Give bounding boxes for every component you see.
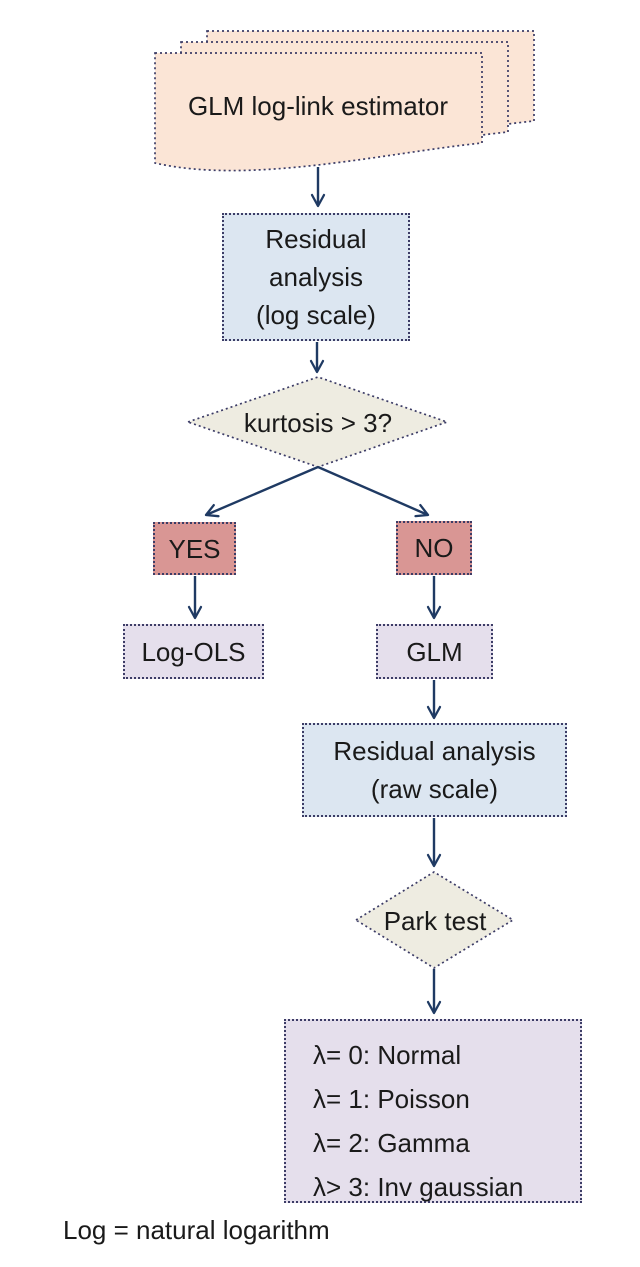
residual-analysis-log-label: Residual analysis (log scale) — [256, 224, 376, 330]
log-ols-label: Log-OLS — [141, 636, 246, 667]
arrow-kurtosis-to-yes — [204, 465, 319, 518]
no-label: NO — [414, 533, 454, 563]
residual-analysis-raw-node: Residual analysis (raw scale) — [302, 723, 567, 817]
kurtosis-decision-diamond — [185, 376, 450, 468]
connector-arrows — [187, 167, 442, 1015]
park-test-results-node: λ= 0: Normal λ= 1: Poisson λ= 2: Gamma λ… — [284, 1019, 582, 1203]
no-branch-node: NO — [396, 521, 472, 575]
yes-branch-node: YES — [153, 522, 236, 575]
glm-estimator-label: GLM log-link estimator — [187, 91, 449, 121]
arrow-kurtosis-to-no — [317, 465, 430, 518]
lambda-result-line-inv-gaussian: λ> 3: Inv gaussian — [313, 1172, 524, 1202]
kurtosis-decision-label: kurtosis > 3? — [243, 408, 393, 438]
log-ols-node: Log-OLS — [123, 624, 264, 679]
glm-node: GLM — [376, 624, 493, 679]
glm-label: GLM — [406, 636, 463, 667]
lambda-result-line-gamma: λ= 2: Gamma — [313, 1128, 470, 1158]
lambda-result-line-normal: λ= 0: Normal — [313, 1040, 462, 1070]
yes-label: YES — [168, 533, 221, 564]
footnote-log-definition: Log = natural logarithm — [63, 1215, 330, 1245]
document-sheet-front — [154, 52, 483, 172]
residual-analysis-raw-label: Residual analysis (raw scale) — [333, 736, 536, 804]
park-test-decision-diamond — [354, 871, 515, 969]
multi-document-shape — [154, 30, 535, 172]
residual-analysis-log-node: Residual analysis (log scale) — [222, 213, 410, 341]
park-test-label: Park test — [383, 906, 487, 936]
lambda-result-line-poisson: λ= 1: Poisson — [313, 1084, 470, 1114]
